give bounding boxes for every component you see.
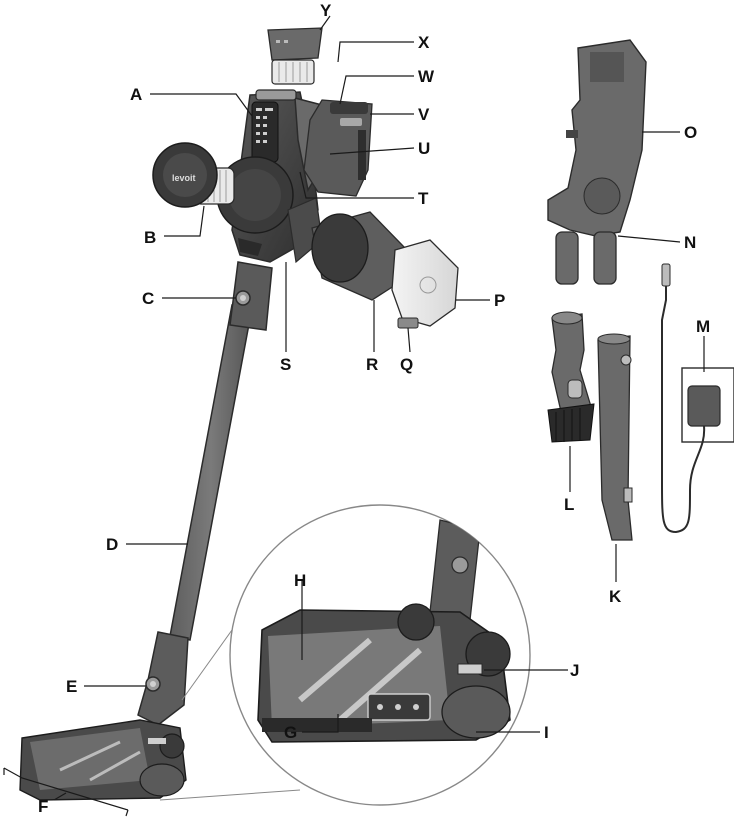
label-h: H xyxy=(294,571,306,590)
charger-m xyxy=(661,263,734,534)
part-labels: A B C D E F G H I J K L M N O P Q R S T … xyxy=(38,1,710,816)
leader-lines xyxy=(3,15,705,817)
label-t: T xyxy=(418,189,429,208)
dust-bin-assembly xyxy=(311,211,459,329)
body-vent xyxy=(238,238,262,256)
bumper-g xyxy=(262,718,372,732)
label-s: S xyxy=(280,355,291,374)
brand-logo: levoit xyxy=(172,173,196,183)
label-o: O xyxy=(684,123,697,142)
wall-mount-o xyxy=(547,39,647,237)
label-f: F xyxy=(38,797,48,816)
label-n: N xyxy=(684,233,696,252)
battery-pack xyxy=(303,99,373,197)
label-l: L xyxy=(564,495,574,514)
label-w: W xyxy=(418,67,435,86)
label-a: A xyxy=(130,85,142,104)
zoom-detail xyxy=(159,504,531,806)
bin-release-latch-q xyxy=(397,317,419,329)
label-g: G xyxy=(284,723,297,742)
label-i: I xyxy=(544,723,549,742)
cyclone-filter-b: levoit xyxy=(152,142,235,208)
label-y: Y xyxy=(320,1,332,20)
wand-collar-upper xyxy=(229,261,273,331)
clear-bin-p xyxy=(391,239,459,327)
label-x: X xyxy=(418,33,430,52)
label-m: M xyxy=(696,317,710,336)
crevice-tool-k xyxy=(597,333,633,541)
charger-cable xyxy=(661,270,706,534)
label-b: B xyxy=(144,228,156,247)
floor-brush-head xyxy=(19,719,187,801)
body-top-cap xyxy=(255,89,297,101)
hepa-filter-x xyxy=(271,59,315,85)
main-vacuum: levoit xyxy=(19,27,373,801)
label-r: R xyxy=(366,355,378,374)
label-k: K xyxy=(609,587,622,606)
dusting-brush-l xyxy=(547,311,595,443)
adapter-legs-n xyxy=(555,231,617,285)
label-q: Q xyxy=(400,355,413,374)
filter-cap-y xyxy=(267,27,323,61)
label-e: E xyxy=(66,677,77,696)
wand-joint-lower xyxy=(137,631,189,726)
label-j: J xyxy=(570,661,579,680)
label-d: D xyxy=(106,535,118,554)
extension-wand xyxy=(169,304,253,641)
label-p: P xyxy=(494,291,505,310)
label-c: C xyxy=(142,289,154,308)
label-u: U xyxy=(418,139,430,158)
label-v: V xyxy=(418,105,430,124)
headlight-j xyxy=(457,663,483,675)
